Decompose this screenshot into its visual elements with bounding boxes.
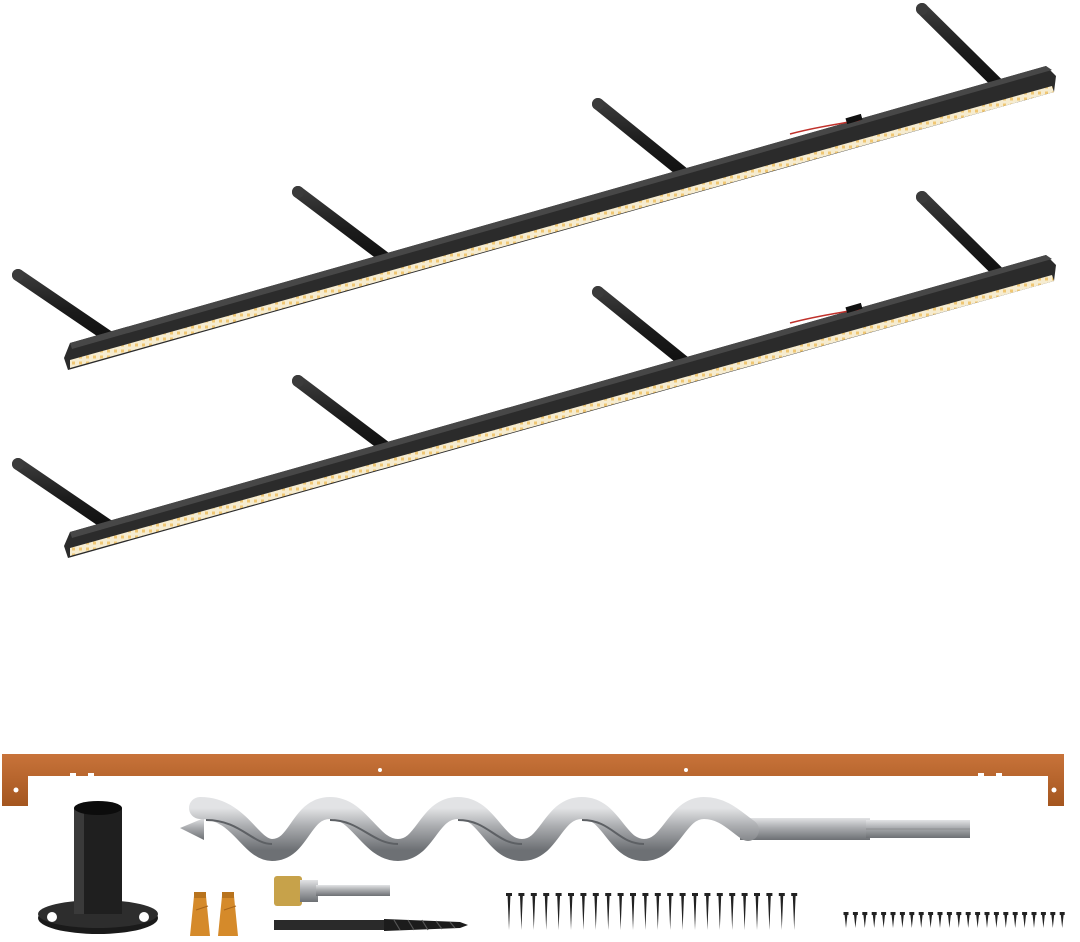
screw <box>568 893 574 930</box>
short-screws <box>843 912 1065 928</box>
screw <box>975 912 981 928</box>
screw <box>654 893 661 930</box>
screw <box>899 912 905 928</box>
screw <box>555 893 562 930</box>
screw <box>928 912 934 928</box>
screw <box>580 893 587 930</box>
screw <box>918 912 924 928</box>
countersink-bit <box>274 876 390 906</box>
wire-connectors <box>190 892 238 936</box>
screw <box>729 893 736 930</box>
screw <box>592 893 599 930</box>
mounting-rods <box>12 3 1012 349</box>
floating-led-shelf-lower <box>12 191 1056 558</box>
screw <box>630 893 636 930</box>
screw <box>1040 912 1046 928</box>
long-screws <box>506 893 798 930</box>
screw <box>909 912 915 928</box>
screw <box>692 893 698 930</box>
screw <box>530 893 537 930</box>
screw <box>704 893 711 930</box>
screw <box>716 893 723 930</box>
screw <box>1022 912 1028 928</box>
screw <box>667 893 674 930</box>
screw <box>993 912 999 928</box>
mounting-rods <box>12 191 1012 538</box>
screw <box>642 893 649 930</box>
screw <box>741 893 748 930</box>
led-strip <box>70 275 1054 556</box>
drilling-template <box>2 754 1064 806</box>
screw <box>881 912 887 928</box>
screw <box>862 912 868 928</box>
screw <box>1012 912 1018 928</box>
screw <box>946 912 952 928</box>
screw <box>937 912 943 928</box>
screw <box>1059 912 1065 928</box>
screw <box>778 893 785 930</box>
screw <box>1050 912 1056 928</box>
drill-guide <box>38 801 158 934</box>
screw <box>518 893 525 930</box>
twist-drill-bit <box>274 919 468 931</box>
screw <box>871 912 877 928</box>
auger-bit <box>180 796 970 862</box>
floating-led-shelf-upper <box>12 3 1056 370</box>
auger-spiral <box>189 796 759 862</box>
screw <box>791 893 798 930</box>
screw <box>506 893 512 930</box>
screw <box>1003 912 1009 928</box>
screw <box>605 893 612 930</box>
screw <box>679 893 686 930</box>
screw <box>965 912 971 928</box>
screw <box>1031 912 1037 928</box>
screw <box>843 912 849 928</box>
screw <box>956 912 962 928</box>
led-strip <box>70 86 1054 368</box>
screw <box>890 912 896 928</box>
screw <box>766 893 773 930</box>
screw <box>984 912 990 928</box>
screw <box>852 912 858 928</box>
screw <box>543 893 550 930</box>
screw <box>754 893 760 930</box>
screw <box>617 893 624 930</box>
